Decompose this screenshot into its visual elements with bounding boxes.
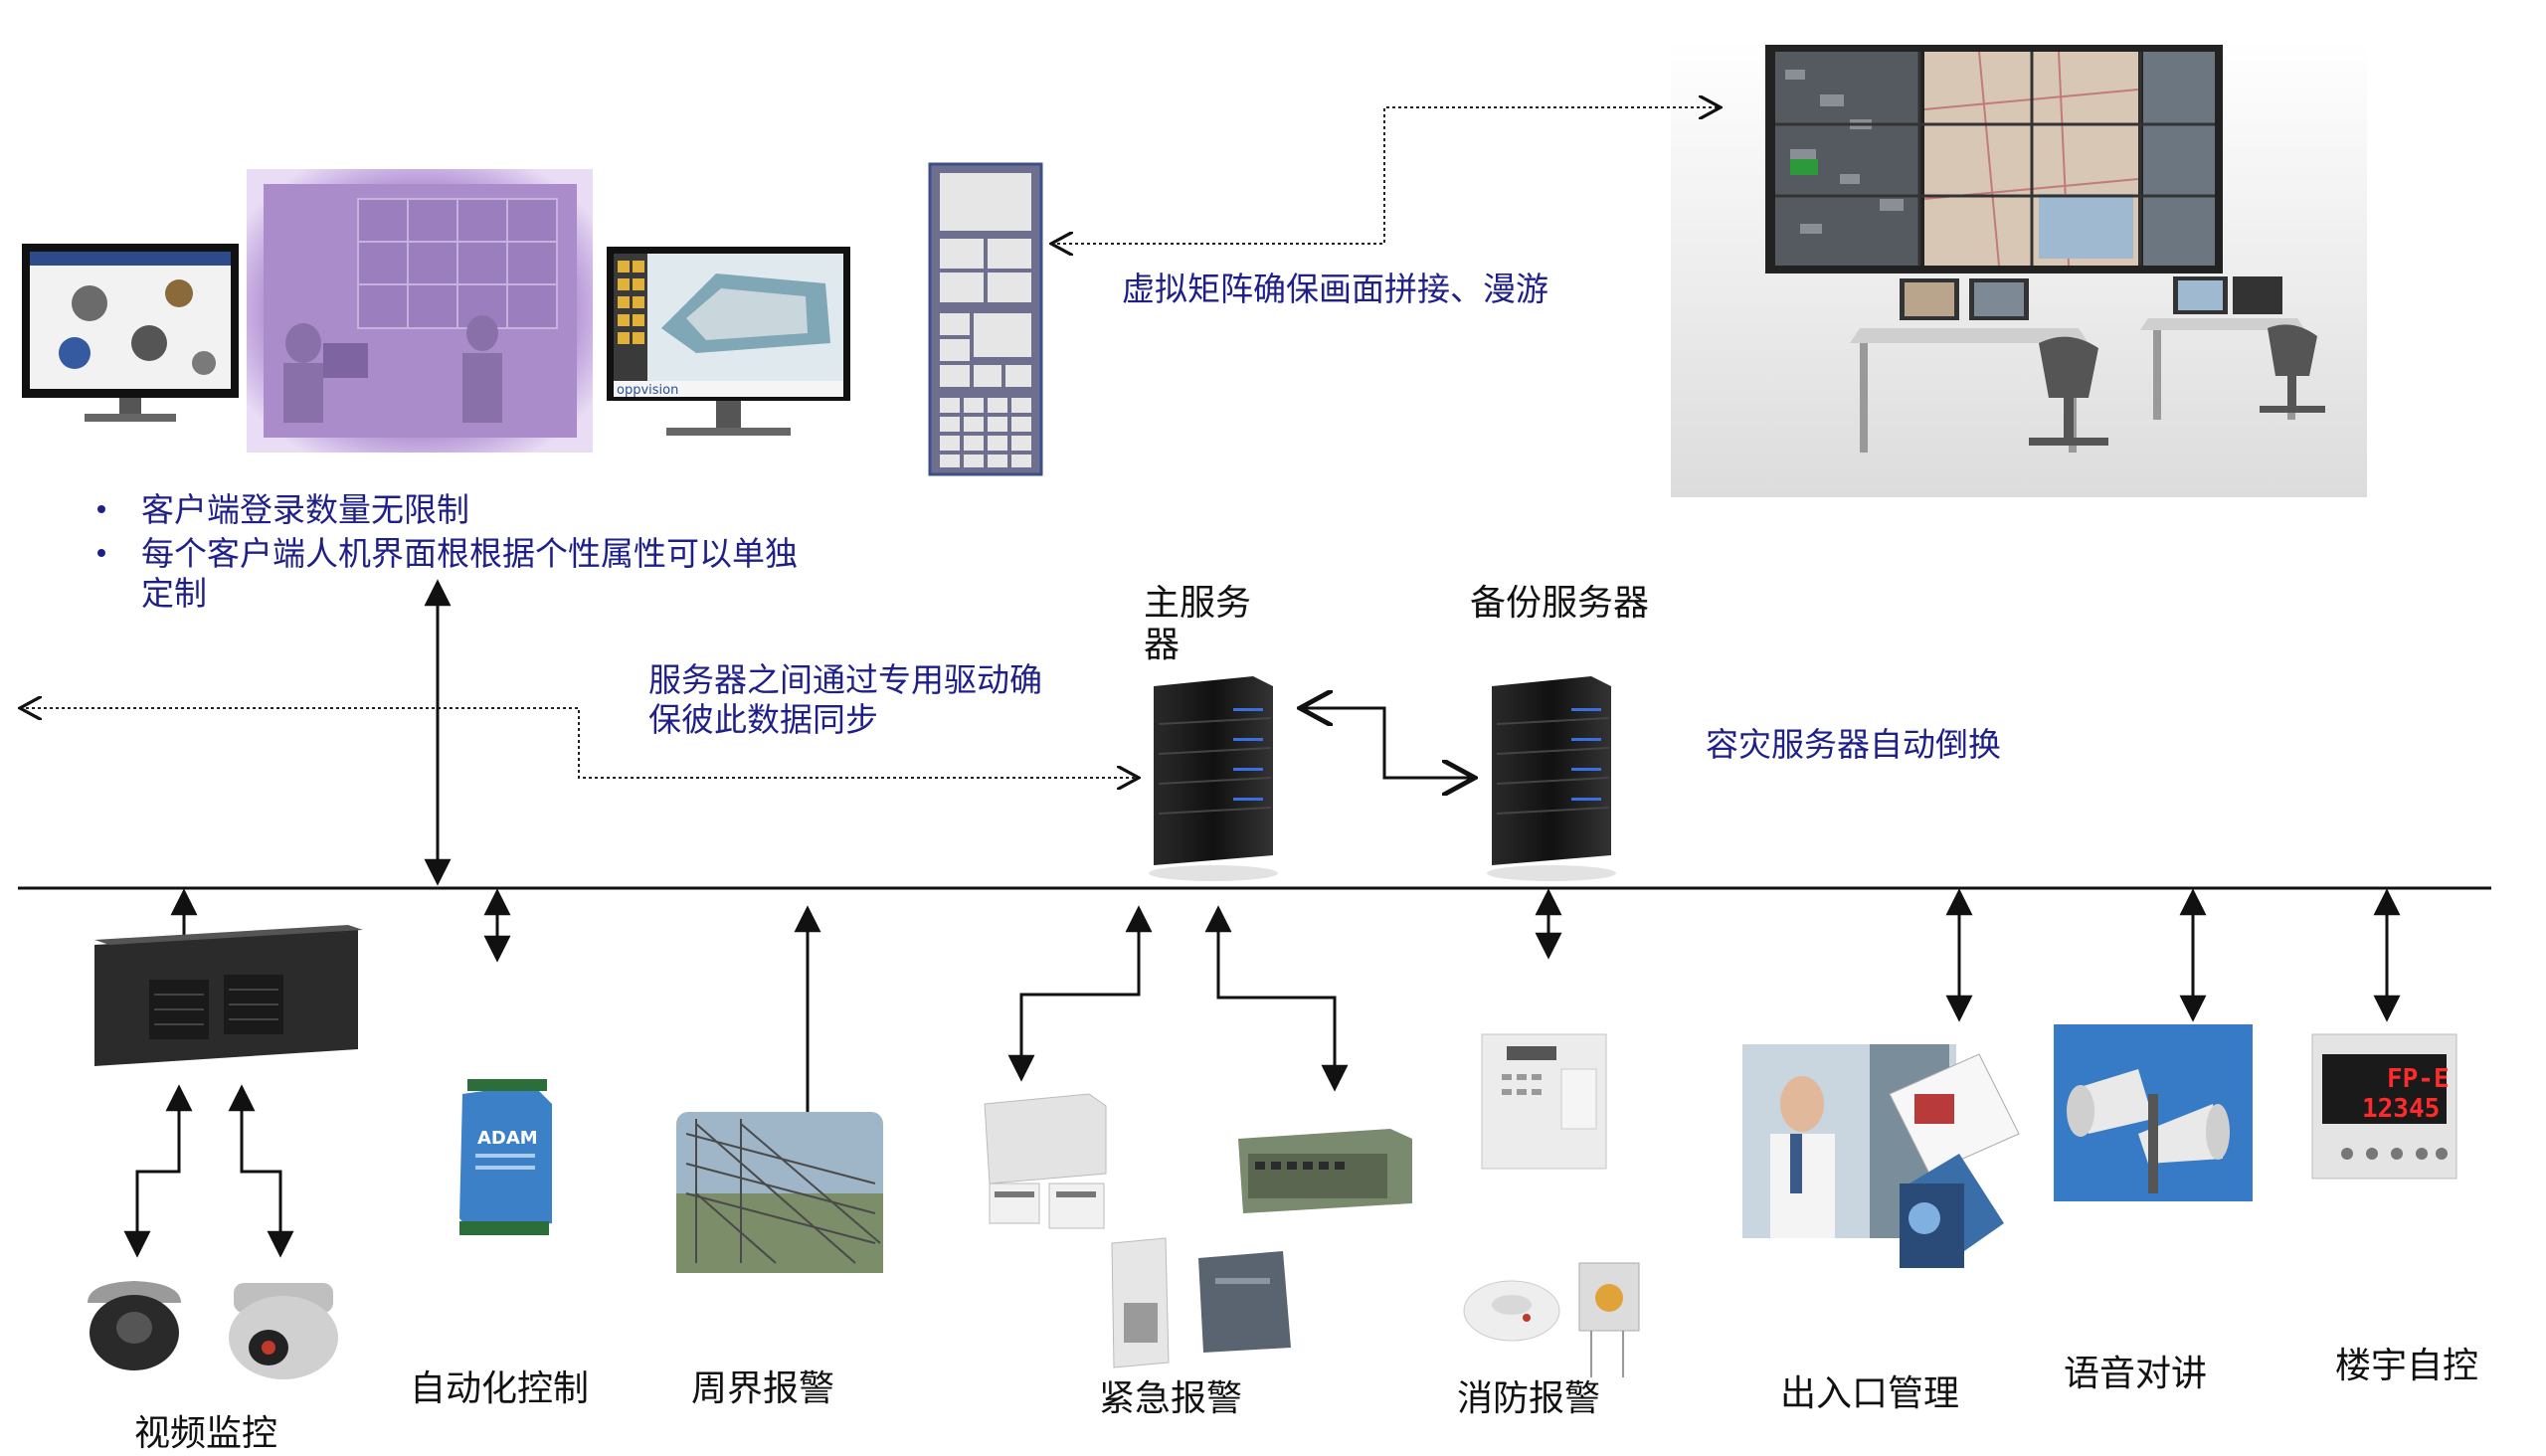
video-recorder-rack bbox=[94, 925, 363, 1066]
module-brand: ADAM bbox=[477, 1128, 538, 1149]
subsystem-video-label: 视频监控 bbox=[134, 1413, 277, 1454]
virtual-matrix-layouts bbox=[928, 162, 1043, 476]
smoke-detector bbox=[1463, 1280, 1560, 1342]
subsystem-emergency-label: 紧急报警 bbox=[1099, 1378, 1242, 1419]
main-server bbox=[1149, 676, 1278, 881]
loudspeaker-photo bbox=[2054, 1024, 2253, 1201]
video-wall-control-room bbox=[1671, 40, 2367, 497]
panel-display-bottom: 12345 bbox=[2362, 1094, 2440, 1124]
failover-note: 容灾服务器自动倒换 bbox=[1706, 725, 2001, 764]
ptz-camera bbox=[229, 1283, 338, 1379]
fire-alarm-panel bbox=[1481, 1033, 1607, 1170]
server-sync-note-line2: 保彼此数据同步 bbox=[648, 700, 878, 739]
client-feature-1: 客户端登录数量无限制 bbox=[141, 490, 469, 529]
dome-camera bbox=[88, 1281, 181, 1370]
main-backup-link bbox=[1300, 708, 1475, 778]
subsystem-perimeter-label: 周界报警 bbox=[691, 1368, 834, 1409]
subsystem-building-label: 楼宇自控 bbox=[2335, 1346, 2478, 1386]
client-feature-2: 每个客户端人机界面根根据个性属性可以单独 bbox=[141, 534, 798, 573]
client-monitor-right: oppvision bbox=[607, 247, 850, 436]
backup-server-label: 备份服务器 bbox=[1470, 583, 1649, 624]
manual-call-point bbox=[1578, 1262, 1640, 1377]
alarm-control-panel bbox=[984, 1093, 1107, 1229]
subsystem-automation-label: 自动化控制 bbox=[410, 1368, 589, 1409]
backup-server bbox=[1487, 676, 1616, 881]
building-control-panel: FP-E 12345 bbox=[2311, 1033, 2457, 1180]
perimeter-fence-photo bbox=[676, 1112, 883, 1273]
client-monitor-left bbox=[22, 244, 239, 422]
subsystem-fire-label: 消防报警 bbox=[1457, 1378, 1600, 1419]
subsystem-access-label: 出入口管理 bbox=[1780, 1373, 1959, 1414]
subsystem-intercom-label: 语音对讲 bbox=[2064, 1354, 2207, 1394]
panel-display-top: FP-E bbox=[2387, 1064, 2450, 1094]
monitor-brand: oppvision bbox=[617, 383, 678, 398]
alarm-host-rack bbox=[1238, 1129, 1412, 1213]
matrix-to-wall-link bbox=[1051, 107, 1721, 244]
main-server-label-line2: 器 bbox=[1144, 625, 1180, 665]
alarm-keypad bbox=[1198, 1251, 1291, 1353]
main-server-label-line1: 主服务 bbox=[1144, 583, 1251, 624]
client-feature-list: 客户端登录数量无限制 每个客户端人机界面根根据个性属性可以单独 定制 bbox=[97, 490, 798, 613]
virtual-matrix-note: 虚拟矩阵确保画面拼接、漫游 bbox=[1122, 270, 1548, 308]
motion-detector bbox=[1111, 1237, 1170, 1368]
server-sync-note-line1: 服务器之间通过专用驱动确 bbox=[648, 660, 1042, 699]
client-feature-3: 定制 bbox=[141, 574, 207, 613]
control-room-photo bbox=[247, 169, 593, 453]
access-control-photo bbox=[1742, 1044, 2020, 1268]
server-sync-link bbox=[20, 708, 1139, 778]
adam-io-module: ADAM bbox=[459, 1079, 552, 1235]
